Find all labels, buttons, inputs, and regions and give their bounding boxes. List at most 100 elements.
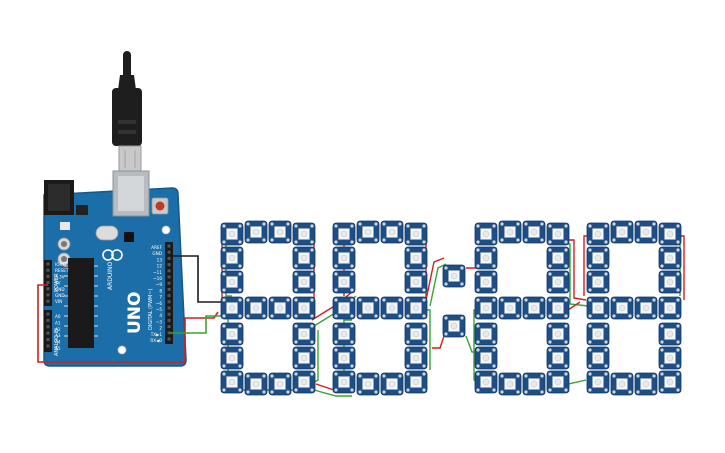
digit-2-pixel[interactable] bbox=[380, 220, 404, 244]
digit-1-pixel[interactable] bbox=[292, 222, 316, 246]
digit-4-pixel[interactable] bbox=[610, 296, 634, 320]
header-pin[interactable] bbox=[167, 312, 171, 316]
digit-4-pixel[interactable] bbox=[586, 346, 610, 370]
digit-3-pixel[interactable] bbox=[498, 372, 522, 396]
digit-3-pixel[interactable] bbox=[546, 370, 570, 394]
digit-4-pixel[interactable] bbox=[586, 322, 610, 346]
digit-1-pixel[interactable] bbox=[292, 296, 316, 320]
digit-3-pixel[interactable] bbox=[522, 372, 546, 396]
header-pin[interactable] bbox=[46, 293, 50, 297]
colon-pixel[interactable] bbox=[442, 314, 466, 338]
header-pin[interactable] bbox=[46, 318, 50, 322]
colon-pixel[interactable] bbox=[442, 264, 466, 288]
digit-2-pixel[interactable] bbox=[332, 270, 356, 294]
power-wire[interactable] bbox=[37, 284, 219, 363]
digit-2-pixel[interactable] bbox=[404, 270, 428, 294]
digit-4-pixel[interactable] bbox=[658, 222, 682, 246]
digit-3-pixel[interactable] bbox=[546, 296, 570, 320]
header-pin[interactable] bbox=[46, 325, 50, 329]
digit-1-pixel[interactable] bbox=[220, 370, 244, 394]
arduino-uno-board[interactable]: ARDUINO UNO DIGITAL (PWM~) ANALOG IN POW… bbox=[43, 170, 187, 367]
digit-4-pixel[interactable] bbox=[658, 346, 682, 370]
digit-2-pixel[interactable] bbox=[404, 322, 428, 346]
header-pin[interactable] bbox=[167, 331, 171, 335]
digit-4-pixel[interactable] bbox=[586, 222, 610, 246]
digit-3-pixel[interactable] bbox=[474, 322, 498, 346]
header-pin[interactable] bbox=[46, 344, 50, 348]
digit-1-pixel[interactable] bbox=[220, 270, 244, 294]
digit-1-pixel[interactable] bbox=[268, 372, 292, 396]
digit-3-pixel[interactable] bbox=[474, 296, 498, 320]
digit-1-pixel[interactable] bbox=[244, 296, 268, 320]
digit-4-pixel[interactable] bbox=[610, 372, 634, 396]
digit-3-pixel[interactable] bbox=[546, 246, 570, 270]
digit-4-pixel[interactable] bbox=[658, 296, 682, 320]
digit-3-pixel[interactable] bbox=[546, 222, 570, 246]
digit-3-pixel[interactable] bbox=[546, 322, 570, 346]
header-pin[interactable] bbox=[167, 275, 171, 279]
digit-3-pixel[interactable] bbox=[522, 296, 546, 320]
digit-1-pixel[interactable] bbox=[268, 220, 292, 244]
digit-1-pixel[interactable] bbox=[220, 346, 244, 370]
digit-4-pixel[interactable] bbox=[634, 296, 658, 320]
header-pin[interactable] bbox=[167, 318, 171, 322]
header-pin[interactable] bbox=[167, 337, 171, 341]
header-pin[interactable] bbox=[46, 281, 50, 285]
digit-2-pixel[interactable] bbox=[356, 296, 380, 320]
header-pin[interactable] bbox=[167, 325, 171, 329]
digit-4-pixel[interactable] bbox=[586, 270, 610, 294]
digit-3-pixel[interactable] bbox=[522, 220, 546, 244]
digit-3-pixel[interactable] bbox=[546, 270, 570, 294]
digit-4-pixel[interactable] bbox=[658, 370, 682, 394]
digit-4-pixel[interactable] bbox=[634, 372, 658, 396]
digit-1-pixel[interactable] bbox=[220, 222, 244, 246]
header-pin[interactable] bbox=[167, 263, 171, 267]
digit-1-pixel[interactable] bbox=[292, 370, 316, 394]
digit-3-pixel[interactable] bbox=[474, 246, 498, 270]
digit-3-pixel[interactable] bbox=[474, 370, 498, 394]
digit-2-pixel[interactable] bbox=[404, 370, 428, 394]
header-pin[interactable] bbox=[167, 300, 171, 304]
header-pin[interactable] bbox=[167, 294, 171, 298]
header-pin[interactable] bbox=[46, 274, 50, 278]
digit-1-pixel[interactable] bbox=[292, 246, 316, 270]
header-pin[interactable] bbox=[167, 306, 171, 310]
digit-2-pixel[interactable] bbox=[332, 296, 356, 320]
digit-3-pixel[interactable] bbox=[498, 296, 522, 320]
digit-4-pixel[interactable] bbox=[610, 220, 634, 244]
digit-4-pixel[interactable] bbox=[586, 246, 610, 270]
digit-2-pixel[interactable] bbox=[332, 322, 356, 346]
digit-3-pixel[interactable] bbox=[474, 270, 498, 294]
header-pin[interactable] bbox=[46, 331, 50, 335]
header-pin[interactable] bbox=[46, 268, 50, 272]
digit-2-pixel[interactable] bbox=[332, 246, 356, 270]
digit-3-pixel[interactable] bbox=[474, 222, 498, 246]
header-pin[interactable] bbox=[46, 287, 50, 291]
data-wire[interactable] bbox=[170, 315, 222, 334]
header-pin[interactable] bbox=[46, 262, 50, 266]
header-pin[interactable] bbox=[167, 256, 171, 260]
digit-1-pixel[interactable] bbox=[292, 346, 316, 370]
digit-2-pixel[interactable] bbox=[332, 346, 356, 370]
digit-3-pixel[interactable] bbox=[474, 346, 498, 370]
digit-1-pixel[interactable] bbox=[244, 220, 268, 244]
digit-1-pixel[interactable] bbox=[292, 322, 316, 346]
digit-1-pixel[interactable] bbox=[220, 246, 244, 270]
header-pin[interactable] bbox=[46, 312, 50, 316]
digit-4-pixel[interactable] bbox=[658, 246, 682, 270]
digit-2-pixel[interactable] bbox=[404, 222, 428, 246]
digit-4-pixel[interactable] bbox=[658, 322, 682, 346]
digit-4-pixel[interactable] bbox=[586, 370, 610, 394]
header-pin[interactable] bbox=[167, 244, 171, 248]
header-pin[interactable] bbox=[46, 338, 50, 342]
digit-2-pixel[interactable] bbox=[356, 220, 380, 244]
digit-4-pixel[interactable] bbox=[586, 296, 610, 320]
digit-2-pixel[interactable] bbox=[380, 372, 404, 396]
digit-2-pixel[interactable] bbox=[404, 246, 428, 270]
digit-2-pixel[interactable] bbox=[332, 370, 356, 394]
digit-1-pixel[interactable] bbox=[244, 372, 268, 396]
digit-2-pixel[interactable] bbox=[404, 346, 428, 370]
header-pin[interactable] bbox=[46, 299, 50, 303]
digit-4-pixel[interactable] bbox=[634, 220, 658, 244]
header-pin[interactable] bbox=[167, 250, 171, 254]
